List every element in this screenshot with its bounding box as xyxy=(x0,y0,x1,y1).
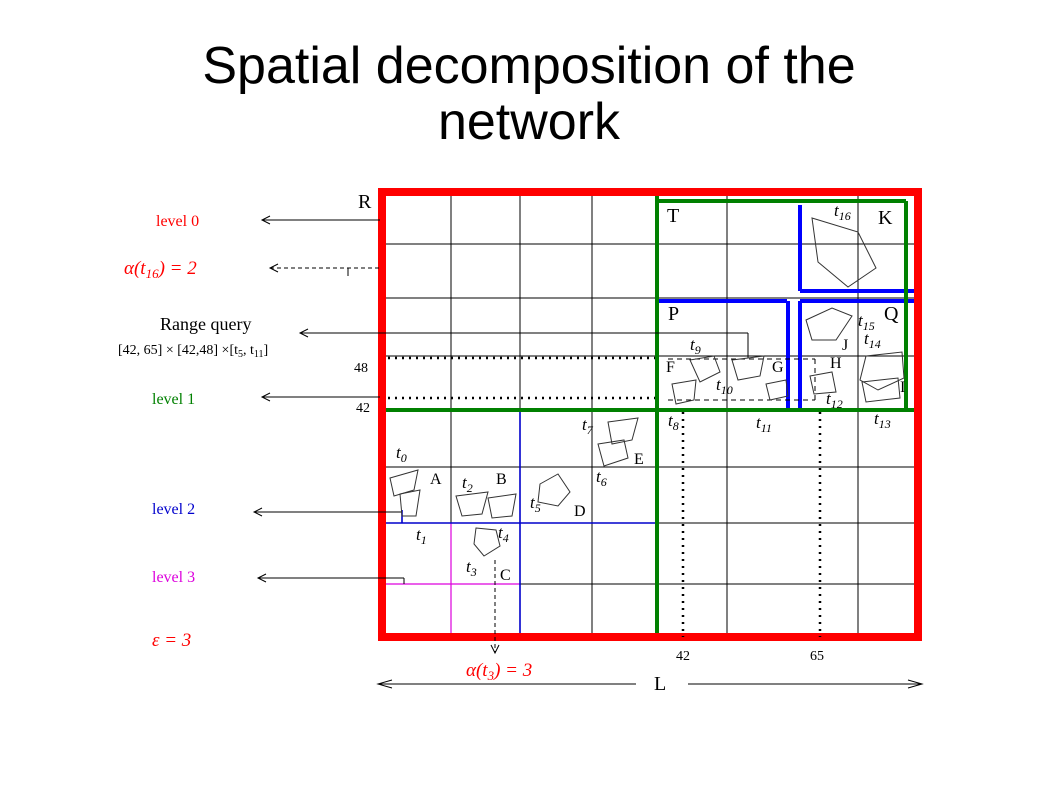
node-label-F: F xyxy=(666,359,675,376)
range-query-bounds xyxy=(388,356,822,637)
trajectory-label-t15: t15 xyxy=(858,311,875,333)
epsilon-label: ε = 3 xyxy=(152,630,191,651)
node-label-D: D xyxy=(574,503,586,520)
trajectory-label-t13: t13 xyxy=(874,409,891,431)
trajectory-label-t5: t5 xyxy=(530,493,541,515)
region-labels: R T K P Q xyxy=(358,191,899,325)
level0-label: level 0 xyxy=(156,213,199,230)
node-label-J: J xyxy=(842,337,848,354)
level3-label: level 3 xyxy=(152,569,195,586)
alpha-t16-label: α(t16) = 2 xyxy=(124,258,197,281)
trajectory-label-t9: t9 xyxy=(690,335,701,357)
trajectory-shape-t0 xyxy=(389,469,419,497)
trajectory-labels: t0 t1 t2 t3 t4 t5 t6 t7 t8 t9 t10 t11 t1… xyxy=(396,201,891,579)
trajectory-label-t3: t3 xyxy=(466,557,477,579)
trajectory-shape-t5 xyxy=(537,473,571,507)
region-label-K: K xyxy=(878,207,893,229)
trajectory-shape-t12 xyxy=(809,371,837,395)
trajectory-label-t11: t11 xyxy=(756,413,772,435)
trajectory-shape-t14 xyxy=(859,351,905,391)
level2-label: level 2 xyxy=(152,501,195,518)
trajectory-shape-t10a xyxy=(731,355,765,381)
range-query-label: Range query xyxy=(160,314,251,334)
trajectory-label-t7: t7 xyxy=(582,415,594,437)
region-label-R: R xyxy=(358,191,372,213)
node-labels: A B C D E F G H I J xyxy=(430,337,905,584)
trajectory-shape-t1 xyxy=(399,489,421,517)
trajectory-shape-B xyxy=(487,493,517,519)
range-query-expression: [42, 65] × [42,48] ×[t5, t11] xyxy=(118,343,268,360)
trajectory-label-t0: t0 xyxy=(396,443,407,465)
trajectory-shape-t13 xyxy=(861,377,901,403)
node-label-H: H xyxy=(830,355,842,372)
trajectory-shape-t10b xyxy=(765,379,789,401)
node-label-I: I xyxy=(900,379,905,396)
trajectory-shape-t9 xyxy=(689,355,721,383)
node-label-E: E xyxy=(634,451,644,468)
trajectory-label-t8: t8 xyxy=(668,411,679,433)
region-label-T: T xyxy=(667,205,679,227)
level1-label: level 1 xyxy=(152,391,195,408)
y-value-42: 42 xyxy=(356,401,370,416)
trajectory-shape-F xyxy=(671,379,697,405)
label-arrows xyxy=(252,215,749,655)
alpha-t3-label: α(t3) = 3 xyxy=(466,660,532,683)
region-label-P: P xyxy=(668,303,679,325)
trajectory-label-t2: t2 xyxy=(462,473,473,495)
trajectory-shape-t7 xyxy=(607,417,639,445)
title-line-2: network xyxy=(437,93,621,151)
L-dimension-arrow xyxy=(376,679,924,689)
trajectory-shape-t2 xyxy=(455,491,489,517)
trajectory-label-t4: t4 xyxy=(498,523,509,545)
node-label-B: B xyxy=(496,471,507,488)
trajectory-label-t14: t14 xyxy=(864,329,881,351)
trajectory-shape-t15 xyxy=(805,307,853,341)
node-label-C: C xyxy=(500,567,511,584)
level0-region-R xyxy=(378,188,922,641)
node-label-G: G xyxy=(772,359,784,376)
trajectory-label-t1: t1 xyxy=(416,525,427,547)
dimension-label-L: L xyxy=(654,673,666,695)
node-label-A: A xyxy=(430,471,442,488)
level1-cells xyxy=(382,192,918,637)
grid-lines xyxy=(382,192,918,637)
trajectory-shapes xyxy=(389,217,905,557)
trajectory-shape-t16 xyxy=(811,217,877,288)
level3-cells xyxy=(382,523,520,637)
level2-cells xyxy=(382,410,657,637)
x-value-65: 65 xyxy=(810,649,824,664)
trajectory-label-t6: t6 xyxy=(596,467,607,489)
x-value-42: 42 xyxy=(676,649,690,664)
trajectory-shape-t4 xyxy=(473,527,501,557)
title-line-1: Spatial decomposition of the xyxy=(202,37,856,95)
slide-title: Spatial decomposition of the network xyxy=(0,38,1058,150)
region-label-Q: Q xyxy=(884,303,899,325)
level2-cells-thick xyxy=(657,205,918,412)
trajectory-label-t16: t16 xyxy=(834,201,851,223)
trajectory-shape-E xyxy=(597,439,629,467)
trajectory-label-t10: t10 xyxy=(716,375,733,397)
trajectory-label-t12: t12 xyxy=(826,389,843,411)
y-value-48: 48 xyxy=(354,361,368,376)
